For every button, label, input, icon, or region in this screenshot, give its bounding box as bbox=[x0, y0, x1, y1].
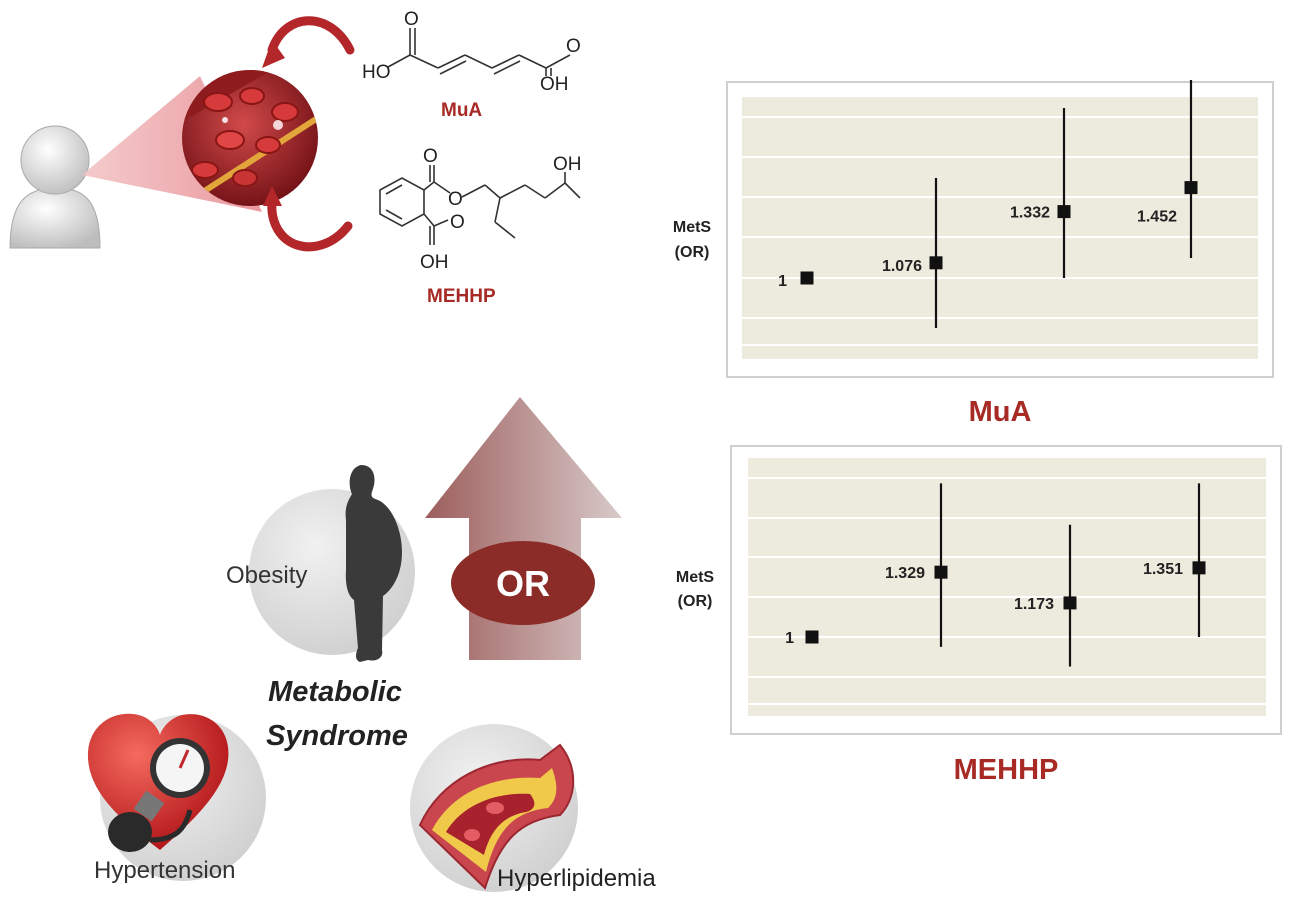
mua-structure bbox=[387, 28, 571, 76]
mehhp-chart-title: MEHHP bbox=[954, 754, 1059, 786]
obese-person-icon bbox=[345, 465, 402, 662]
mehhp-or-point bbox=[934, 565, 948, 579]
mehhp-ylabel-line1: MetS bbox=[676, 569, 715, 586]
mua-or-point bbox=[800, 271, 814, 285]
mehhp-oh-top: OH bbox=[553, 154, 582, 175]
mua-carbonyl-o2: O bbox=[566, 36, 581, 57]
mehhp-or-point bbox=[1192, 561, 1206, 575]
mehhp-ylabel-line2: (OR) bbox=[678, 593, 713, 610]
mua-group-right: OH bbox=[540, 74, 569, 95]
mua-carbonyl-o1: O bbox=[404, 9, 419, 30]
mua-label: MuA bbox=[441, 100, 482, 121]
mehhp-o1: O bbox=[423, 146, 438, 167]
mua-group-left: HO bbox=[362, 62, 391, 83]
mehhp-label: MEHHP bbox=[427, 286, 496, 307]
cycle-arrow-top-icon bbox=[267, 16, 355, 55]
metabolic-title-line1: Metabolic bbox=[268, 676, 402, 708]
hypertension-label: Hypertension bbox=[94, 857, 235, 884]
mehhp-oh-bottom: OH bbox=[420, 252, 449, 273]
mua-or-value-label: 1.452 bbox=[1137, 209, 1177, 226]
blood-pressure-gauge-icon bbox=[108, 738, 210, 852]
mua-ylabel-line2: (OR) bbox=[675, 244, 710, 261]
artery-icon bbox=[418, 743, 575, 890]
mehhp-or-value-label: 1 bbox=[785, 630, 794, 647]
mehhp-or-value-label: 1.173 bbox=[1014, 596, 1054, 613]
or-badge-label: OR bbox=[496, 563, 550, 604]
person-icon bbox=[9, 125, 101, 249]
mua-chart-title: MuA bbox=[969, 396, 1032, 428]
mua-or-point bbox=[1184, 181, 1198, 195]
obesity-label: Obesity bbox=[226, 562, 307, 589]
mehhp-o2: O bbox=[448, 189, 463, 210]
or-badge bbox=[451, 541, 595, 625]
mehhp-or-chart: MetS (OR) 1 1.329 1.173 1.351 MEHHP bbox=[676, 445, 1282, 786]
cycle-arrow-bottom-icon bbox=[267, 195, 353, 252]
mua-or-value-label: 1.076 bbox=[882, 258, 922, 275]
mehhp-o3: O bbox=[450, 212, 465, 233]
blood-vessel-icon bbox=[182, 70, 318, 206]
exposure-illustration: O HO O OH MuA O O O OH OH MEHHP bbox=[9, 9, 582, 307]
mua-or-value-label: 1 bbox=[778, 273, 787, 290]
mua-ylabel-line1: MetS bbox=[673, 219, 712, 236]
mua-or-value-label: 1.332 bbox=[1010, 205, 1050, 222]
metabolic-title-line2: Syndrome bbox=[266, 720, 408, 752]
mua-or-chart: MetS (OR) 1 1.076 1.332 1.452 MuA bbox=[673, 80, 1274, 428]
mehhp-structure bbox=[379, 165, 581, 245]
mua-or-point bbox=[1057, 205, 1071, 219]
mehhp-or-value-label: 1.329 bbox=[885, 565, 925, 582]
mehhp-or-point bbox=[1063, 596, 1077, 610]
hyperlipidemia-label: Hyperlipidemia bbox=[497, 865, 656, 892]
metabolic-syndrome-illustration: OR Obesity Metabolic Syndrome Hypertensi… bbox=[87, 397, 656, 892]
mehhp-or-value-label: 1.351 bbox=[1143, 561, 1183, 578]
mua-or-point bbox=[929, 256, 943, 270]
mehhp-or-point bbox=[805, 630, 819, 644]
